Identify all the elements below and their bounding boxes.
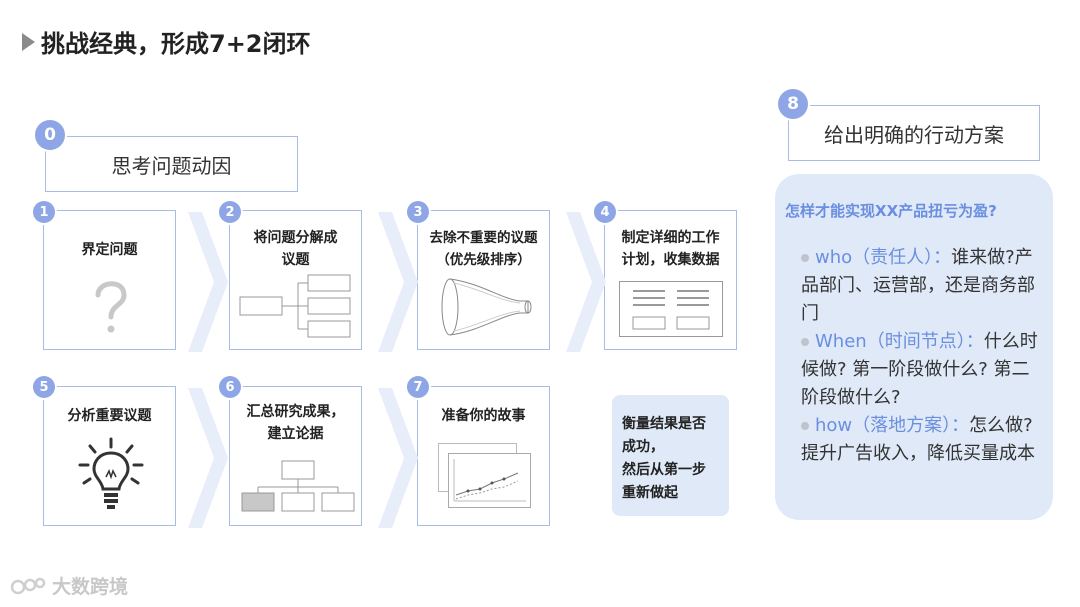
step2-label-line2: 议题	[281, 252, 310, 268]
step0-number: 0	[35, 120, 65, 150]
step7-label: 准备你的故事	[441, 408, 526, 424]
line-chart-icon	[438, 443, 531, 508]
step3-card: 去除不重要的议题 （优先级排序）	[417, 210, 550, 350]
plan-item-who-text: 谁来做?产品部门、运营部，还是商务部门	[801, 247, 1035, 324]
chevron-arrow-2-icon	[378, 212, 418, 352]
step5-card: 分析重要议题	[43, 386, 176, 526]
plan-item-how: how（落地方案）：怎么做? 提升广告收入，降低买量成本	[801, 412, 1041, 468]
chevron-arrow-5-icon	[188, 388, 228, 528]
brand-logo-text: 大数跨境	[52, 576, 129, 598]
plan-item-who: who（责任人）：谁来做?产品部门、运营部，还是商务部门	[801, 244, 1041, 328]
step5-label: 分析重要议题	[67, 408, 152, 424]
org-chart-icon	[241, 460, 355, 512]
page-title-text: 挑战经典，形成7+2闭环	[41, 30, 311, 58]
plan-item-when-key: When（时间节点）：	[815, 331, 984, 352]
step4-card: 制定详细的工作 计划，收集数据	[604, 210, 737, 350]
note-line4: 重新做起	[622, 485, 678, 501]
step2-number: 2	[219, 201, 241, 223]
chevron-arrow-3-icon	[566, 212, 606, 352]
step8-label: 给出明确的行动方案	[824, 122, 1004, 147]
step6-label-line2: 建立论据	[267, 426, 324, 442]
note-line3: 然后从第一步	[622, 462, 706, 478]
chevron-arrow-1-icon	[188, 212, 228, 352]
funnel-icon	[441, 278, 532, 336]
chevron-arrow-6-icon	[378, 388, 418, 528]
bullet-icon	[801, 338, 809, 346]
step2-card: 将问题分解成 议题	[229, 210, 362, 350]
step7-card: 准备你的故事	[417, 386, 550, 526]
step7-number: 7	[407, 376, 429, 398]
brand-logo-icon	[10, 577, 46, 594]
step3-label-line2: （优先级排序）	[436, 252, 531, 268]
step4-label-line2: 计划，收集数据	[621, 252, 720, 268]
plan-item-when-text: 什么时候做? 第一阶段做什么? 第二阶段做什么?	[801, 331, 1038, 408]
plan-item-who-key: who（责任人）：	[815, 247, 952, 268]
step1-number: 1	[33, 201, 55, 223]
bullet-icon	[801, 422, 809, 430]
plan-item-when: When（时间节点）：什么时候做? 第一阶段做什么? 第二阶段做什么?	[801, 328, 1041, 412]
table-icon	[619, 281, 723, 337]
step5-number: 5	[33, 376, 55, 398]
bullet-icon	[801, 254, 809, 262]
plan-item-how-key: how（落地方案）：	[815, 415, 970, 436]
step4-label-line1: 制定详细的工作	[621, 230, 720, 246]
step8-box: 给出明确的行动方案	[788, 105, 1040, 161]
step1-label: 界定问题	[81, 242, 138, 258]
step2-label-line1: 将问题分解成	[253, 230, 338, 246]
step0-box: 思考问题动因	[45, 136, 298, 192]
brand-logo: 大数跨境	[10, 572, 128, 599]
note-line1: 衡量结果是否	[622, 416, 706, 432]
play-triangle-icon	[22, 32, 35, 51]
question-mark-icon	[95, 281, 127, 333]
step1-card: 界定问题	[43, 210, 176, 350]
plan-question: 怎样才能实现XX产品扭亏为盈?	[785, 202, 997, 220]
step3-label-line1: 去除不重要的议题	[429, 230, 538, 246]
step8-number: 8	[778, 89, 808, 119]
step6-label-line1: 汇总研究成果，	[246, 404, 345, 420]
cycle-note: 衡量结果是否 成功， 然后从第一步 重新做起	[612, 395, 729, 516]
step6-number: 6	[219, 376, 241, 398]
step4-number: 4	[594, 201, 616, 223]
tree-diagram-icon	[239, 274, 351, 338]
plan-item-how-text: 怎么做? 提升广告收入，降低买量成本	[801, 415, 1035, 464]
step3-number: 3	[407, 201, 429, 223]
step6-card: 汇总研究成果， 建立论据	[229, 386, 362, 526]
page-title: 挑战经典，形成7+2闭环	[22, 24, 311, 59]
light-bulb-icon	[78, 437, 144, 509]
step0-label: 思考问题动因	[111, 153, 232, 178]
action-plan-panel: 怎样才能实现XX产品扭亏为盈? who（责任人）：谁来做?产品部门、运营部，还是…	[775, 174, 1053, 520]
note-line2: 成功，	[622, 439, 664, 455]
